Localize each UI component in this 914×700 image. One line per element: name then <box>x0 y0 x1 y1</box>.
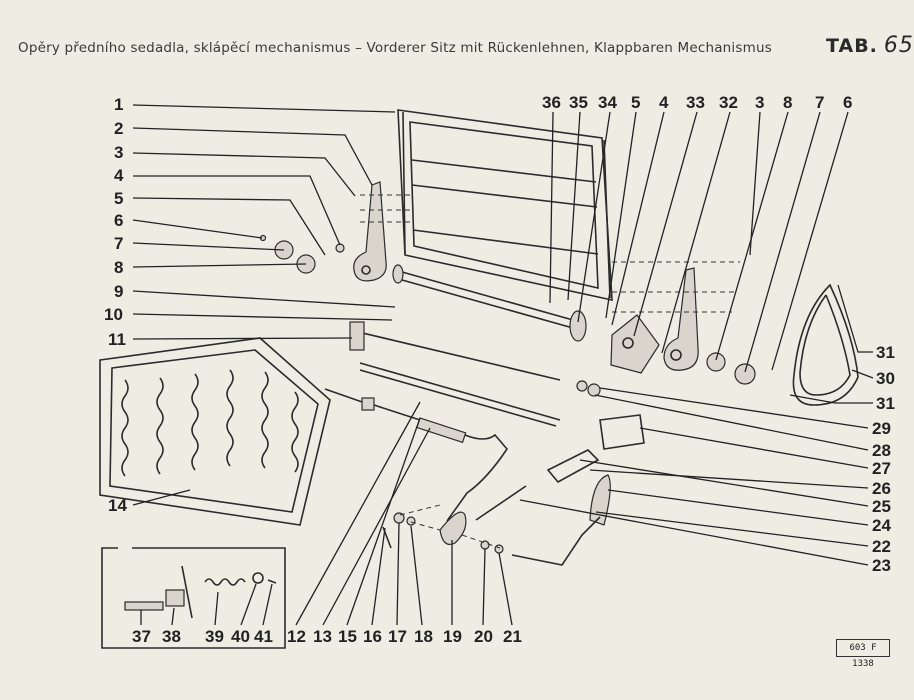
callout-18: 18 <box>414 627 433 646</box>
left-hinge-parts <box>259 181 410 282</box>
callout-21: 21 <box>503 627 522 646</box>
callout-7-top: 7 <box>815 93 824 112</box>
callout-8: 8 <box>114 258 123 277</box>
callout-16: 16 <box>363 627 382 646</box>
callout-35: 35 <box>569 93 588 112</box>
callout-6: 6 <box>114 211 123 230</box>
callout-23: 23 <box>872 556 891 575</box>
release-mechanism <box>324 321 645 566</box>
callouts-top: 36 35 34 5 4 33 32 3 8 7 6 <box>542 93 852 112</box>
pivot-shaft-assembly <box>392 261 756 385</box>
callout-37: 37 <box>132 627 151 646</box>
catalog-code-box: 603 F 1338 <box>836 639 890 669</box>
page-title: Opěry předního sedadla, sklápěcí mechani… <box>18 40 772 56</box>
callout-9: 9 <box>114 282 123 301</box>
callouts-right: 31 30 31 29 28 27 26 25 24 22 23 <box>872 343 895 575</box>
tab-label: TAB.65 <box>826 33 914 58</box>
lower-small-parts <box>382 504 504 554</box>
leader-lines <box>132 104 874 626</box>
callout-40: 40 <box>231 627 250 646</box>
callout-28: 28 <box>872 441 891 460</box>
callout-34: 34 <box>598 93 617 112</box>
callout-24: 24 <box>872 516 891 535</box>
callout-5: 5 <box>114 189 123 208</box>
backrest-frame <box>397 109 613 302</box>
callout-13: 13 <box>313 627 332 646</box>
tab-number: 65 <box>883 33 914 58</box>
callout-14: 14 <box>108 496 127 515</box>
callout-12: 12 <box>287 627 306 646</box>
detail-inset <box>101 547 286 649</box>
tab-prefix: TAB. <box>826 35 878 57</box>
callout-3: 3 <box>114 143 123 162</box>
callout-1: 1 <box>114 95 123 114</box>
callout-41: 41 <box>254 627 273 646</box>
callout-36: 36 <box>542 93 561 112</box>
callout-26: 26 <box>872 479 891 498</box>
cover-strap <box>792 283 859 406</box>
callouts-bottom: 37 38 39 40 41 12 13 15 16 17 18 19 20 2… <box>132 627 522 646</box>
seat-spring-frame <box>99 337 331 526</box>
callout-27: 27 <box>872 459 891 478</box>
callout-29: 29 <box>872 419 891 438</box>
callout-31-lower: 31 <box>876 394 895 413</box>
callout-4: 4 <box>114 166 124 185</box>
callout-39: 39 <box>205 627 224 646</box>
callout-10: 10 <box>104 305 123 324</box>
callout-30: 30 <box>876 369 895 388</box>
callout-15: 15 <box>338 627 357 646</box>
callout-6-top: 6 <box>843 93 852 112</box>
callout-20: 20 <box>474 627 493 646</box>
callout-32: 32 <box>719 93 738 112</box>
callout-31-upper: 31 <box>876 343 895 362</box>
callout-11: 11 <box>108 330 126 349</box>
callout-25: 25 <box>872 497 891 516</box>
callout-3-top: 3 <box>755 93 764 112</box>
callout-2: 2 <box>114 119 123 138</box>
callout-38: 38 <box>162 627 181 646</box>
callout-4-top: 4 <box>659 93 669 112</box>
callouts-left: 1 2 3 4 5 6 7 8 9 10 11 14 <box>104 95 127 515</box>
callout-7: 7 <box>114 234 123 253</box>
callout-33: 33 <box>686 93 705 112</box>
callout-17: 17 <box>388 627 407 646</box>
callout-22: 22 <box>872 537 891 556</box>
callout-19: 19 <box>443 627 462 646</box>
callout-5-top: 5 <box>631 93 640 112</box>
callout-8-top: 8 <box>783 93 792 112</box>
